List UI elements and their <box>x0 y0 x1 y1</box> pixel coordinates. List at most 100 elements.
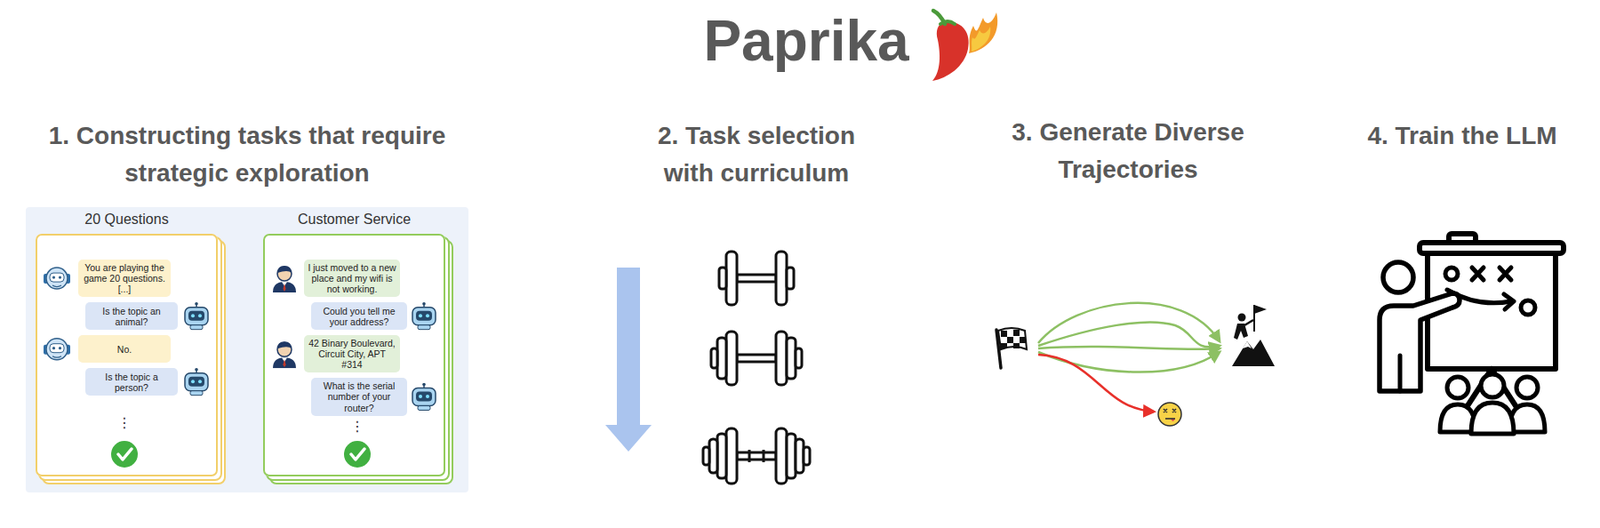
dizzy-face-icon <box>1165 417 1176 420</box>
chili-icon <box>932 22 969 81</box>
dumbbell-icon <box>776 251 794 305</box>
chat-bubble: Could you tell me your address? <box>311 302 408 330</box>
chat-message: What is the serial number of your router… <box>314 380 404 413</box>
dumbbell-icon <box>719 251 794 305</box>
start-flag <box>1007 336 1014 344</box>
ellipsis-mark: ⋮ <box>115 416 134 431</box>
teacher-icon <box>1472 267 1484 280</box>
robot-icon <box>43 338 71 360</box>
check-icon <box>111 440 138 468</box>
success-trajectory <box>1038 321 1220 347</box>
dizzy-face-icon <box>1158 402 1182 426</box>
robot-icon <box>43 267 71 289</box>
climber-icon <box>1232 339 1275 367</box>
chat-bubble: You are playing the game 20 questions. [… <box>78 259 171 297</box>
teacher-icon <box>1516 376 1538 399</box>
dizzy-face-icon <box>1163 408 1176 413</box>
customer-icon <box>272 341 296 368</box>
dumbbell-icon <box>711 331 802 385</box>
dumbbell-icon <box>736 452 776 460</box>
start-flag <box>1000 343 1008 349</box>
chat-message: No. <box>117 344 132 355</box>
chili-icon <box>932 10 998 81</box>
teacher-icon <box>1383 262 1414 293</box>
card-fill <box>35 233 218 477</box>
step-heading: 2. Task selection with curriculum <box>632 117 881 192</box>
teacher-icon <box>1471 402 1514 434</box>
start-flag <box>1000 330 1008 337</box>
dumbbell-icon <box>776 428 810 484</box>
chat-message: You are playing the game 20 questions. [… <box>81 262 168 295</box>
card-title: 20 Questions <box>24 210 229 229</box>
customer-icon <box>272 265 296 293</box>
start-flag <box>1013 329 1020 336</box>
robot-icon <box>412 383 436 411</box>
failed-trajectory <box>1038 354 1154 412</box>
diagram-title: Paprika <box>672 9 940 72</box>
robot-icon <box>43 267 71 289</box>
climber-icon <box>1233 323 1248 340</box>
step-heading: 4. Train the LLM <box>1328 117 1596 155</box>
chili-icon <box>940 21 955 24</box>
card-title: Customer Service <box>252 210 456 229</box>
robot-icon <box>184 368 208 396</box>
dumbbell-icon <box>719 251 737 305</box>
chat-message: Could you tell me your address? <box>314 305 404 328</box>
chat-bubble: Is the topic an animal? <box>85 302 178 330</box>
robot-icon <box>43 338 71 360</box>
start-flag <box>1013 343 1020 349</box>
chat-bubble: What is the serial number of your router… <box>311 377 408 416</box>
climber-icon <box>1244 320 1254 326</box>
chat-message: Is the topic an animal? <box>88 305 175 328</box>
teacher-icon <box>1499 267 1512 280</box>
dialogue-card: Customer ServiceI just moved to a new pl… <box>263 233 446 477</box>
start-flag <box>998 328 1027 350</box>
chat-message: 42 Binary Boulevard, Circuit City, APT #… <box>307 337 397 370</box>
curriculum-arrow <box>605 267 652 452</box>
robot-icon <box>184 302 208 330</box>
teacher-icon <box>1379 293 1460 392</box>
robot-icon <box>412 302 436 330</box>
task-panel <box>25 207 469 493</box>
teacher-icon <box>1504 294 1514 310</box>
chat-bubble: 42 Binary Boulevard, Circuit City, APT #… <box>304 335 400 373</box>
success-trajectory <box>1038 352 1220 373</box>
check-icon <box>111 440 138 468</box>
teacher-icon <box>1379 233 1564 434</box>
chat-message: I just moved to a new place and my wifi … <box>307 262 397 295</box>
robot-icon <box>184 368 208 396</box>
dialogue-card: 20 QuestionsYou are playing the game 20 … <box>35 233 218 477</box>
teacher-icon <box>1398 355 1403 392</box>
ellipsis-mark: ⋮ <box>348 419 367 434</box>
chili-icon <box>971 26 991 52</box>
chat-bubble: I just moved to a new place and my wifi … <box>304 259 400 297</box>
step-heading: 3. Generate Diverse Trajectories <box>985 113 1271 189</box>
customer-icon <box>272 341 296 368</box>
start-flag <box>996 328 1027 368</box>
climber-icon <box>1232 304 1275 367</box>
check-icon <box>344 440 371 468</box>
dumbbell-icon <box>711 331 737 385</box>
teacher-icon <box>1445 267 1458 280</box>
teacher-icon <box>1480 374 1504 398</box>
success-trajectory <box>1038 346 1220 350</box>
teacher-icon <box>1447 376 1469 399</box>
climber-icon <box>1238 313 1247 322</box>
dumbbell-icon <box>703 428 737 484</box>
dumbbell-icon <box>776 331 802 385</box>
teacher-icon <box>1520 300 1536 315</box>
robot-icon <box>184 302 208 330</box>
robot-icon <box>412 383 436 411</box>
robot-icon <box>412 302 436 330</box>
dizzy-face-icon <box>1158 402 1182 426</box>
dumbbell-icon <box>736 354 776 362</box>
card-fill <box>263 233 446 477</box>
start-flag <box>1019 336 1026 344</box>
chat-bubble: Is the topic a person? <box>85 368 178 396</box>
climber-icon <box>1242 341 1252 349</box>
dumbbell-icon <box>736 274 776 282</box>
climber-icon <box>1254 304 1267 314</box>
chat-message: Is the topic a person? <box>88 371 175 393</box>
